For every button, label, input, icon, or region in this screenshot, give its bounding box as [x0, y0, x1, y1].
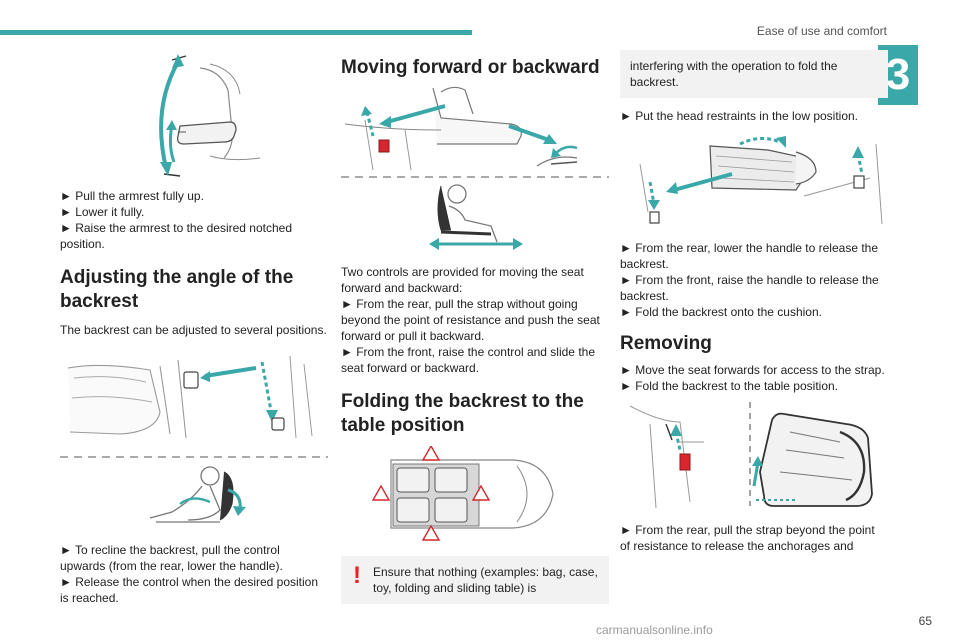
cabin-layout-illustration: [341, 446, 609, 542]
watermark-text: carmanualsonline.info: [596, 623, 713, 637]
move-strap-illustration: [341, 84, 609, 174]
column-middle: Moving forward or backward: [341, 50, 609, 604]
armrest-step-2: ► Lower it fully.: [60, 205, 145, 219]
column-right: interfering with the operation to fold t…: [620, 50, 888, 554]
cabin-layout-drawing: [371, 446, 554, 541]
armrest-drawing: [159, 54, 261, 177]
warning-icon: !: [353, 562, 361, 589]
section-header: Ease of use and comfort: [756, 24, 887, 38]
backrest-illustration: [60, 348, 328, 448]
armrest-step-3: ► Raise the armrest to the desired notch…: [60, 221, 292, 251]
fold-illustration: [620, 134, 888, 230]
recline-step-1: ► To recline the backrest, pull the cont…: [60, 543, 283, 573]
fold-step-1: ► From the rear, lower the handle to rel…: [620, 241, 879, 271]
remove-heading: Removing: [620, 333, 712, 354]
dashed-separator: [60, 456, 328, 458]
move-heading: Moving forward or backward: [341, 57, 600, 78]
warning-continued-text: interfering with the operation to fold t…: [630, 59, 838, 89]
dashed-separator-2: [341, 176, 609, 178]
remove-step-1: ► Move the seat forwards for access to t…: [620, 363, 885, 377]
fold-heading: Folding the backrest to the table positi…: [341, 391, 584, 436]
remove-drawing: [629, 402, 873, 509]
move-step-1: ► From the rear, pull the strap without …: [341, 297, 600, 343]
fold-drawing: [639, 136, 883, 225]
recline-step-2: ► Release the control when the desired p…: [60, 575, 319, 605]
final-step: ► From the rear, pull the strap beyond t…: [620, 523, 875, 553]
remove-step-2: ► Fold the backrest to the table positio…: [620, 379, 838, 393]
warning-box-continued: interfering with the operation to fold t…: [620, 50, 888, 98]
head-restraint-step: ► Put the head restraints in the low pos…: [620, 109, 859, 123]
warning-box: ! Ensure that nothing (examples: bag, ca…: [341, 556, 609, 604]
backrest-drawing: [60, 354, 328, 442]
remove-illustration: [620, 402, 888, 512]
slide-drawing: [429, 184, 523, 250]
fold-step-2: ► From the front, raise the handle to re…: [620, 273, 879, 303]
move-step-2: ► From the front, raise the control and …: [341, 345, 595, 375]
angle-intro: The backrest can be adjusted to several …: [60, 323, 327, 337]
fold-step-3: ► Fold the backrest onto the cushion.: [620, 305, 822, 319]
armrest-illustration: [60, 50, 328, 182]
page-number: 65: [918, 614, 932, 628]
move-intro: Two controls are provided for moving the…: [341, 265, 584, 295]
header-accent-bar: [0, 30, 472, 35]
recline-illustration: [60, 460, 328, 534]
warning-text: Ensure that nothing (examples: bag, case…: [373, 565, 598, 595]
angle-heading: Adjusting the angle of the backrest: [60, 267, 294, 312]
column-left: ► Pull the armrest fully up. ► Lower it …: [60, 50, 328, 606]
recline-drawing: [149, 466, 246, 523]
slide-illustration: [341, 180, 609, 254]
move-strap-drawing: [344, 86, 578, 171]
armrest-step-1: ► Pull the armrest fully up.: [60, 189, 204, 203]
